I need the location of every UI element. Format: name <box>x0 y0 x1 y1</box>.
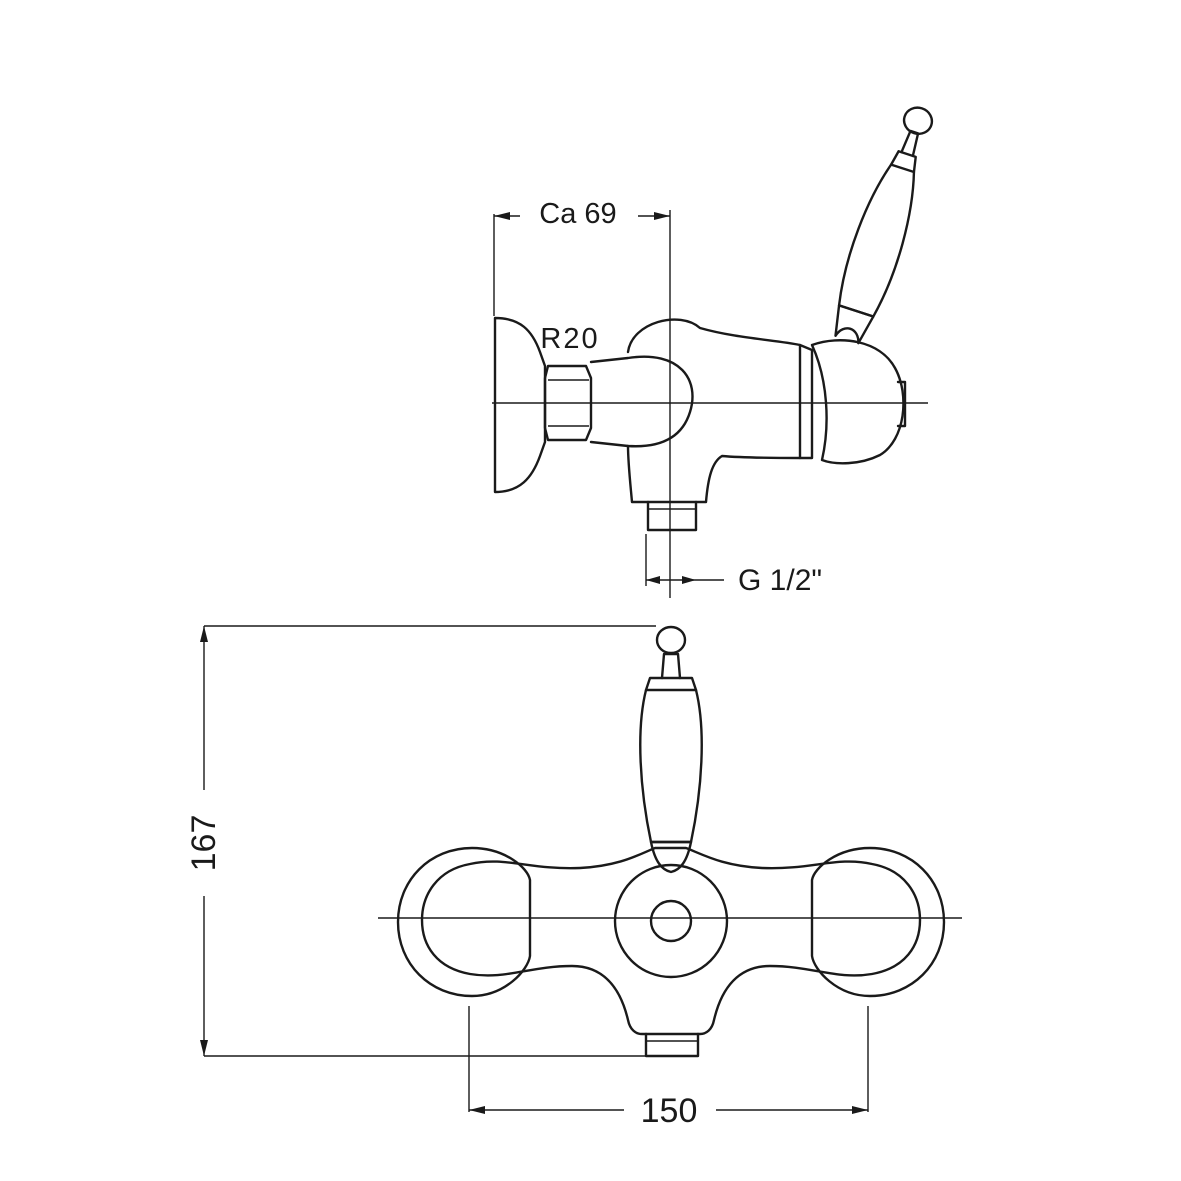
thread-label: G 1/2" <box>738 564 822 597</box>
spindle-cap <box>649 899 693 943</box>
body-collar <box>798 343 814 460</box>
side-lever <box>834 106 934 345</box>
front-view: 167 150 <box>185 625 962 1130</box>
width-label: 150 <box>641 1092 698 1130</box>
lever-top <box>889 150 917 174</box>
width-arrow <box>469 1106 485 1114</box>
height-arrow <box>200 626 208 642</box>
height-label: 167 <box>185 815 223 872</box>
front-lever-stem <box>660 652 682 680</box>
width-arrow <box>852 1106 868 1114</box>
right-flange <box>810 846 946 998</box>
depth-label: Ca 69 <box>539 198 616 230</box>
handle-collar <box>613 863 729 979</box>
lever-grip <box>837 163 916 318</box>
lever-knob <box>902 106 934 136</box>
valve-body <box>626 318 802 504</box>
hex-nut <box>543 364 593 442</box>
side-view: Ca 69 R20 G 1/2" <box>492 106 934 598</box>
outlet-spout <box>646 500 698 532</box>
front-outlet-spout <box>644 1032 700 1058</box>
thread-arrow <box>646 576 660 584</box>
front-lever-knob <box>655 625 687 655</box>
front-lever-base <box>649 840 693 874</box>
handle-cap-end <box>896 380 907 428</box>
left-flange <box>396 846 532 998</box>
front-lever-grip <box>639 688 703 844</box>
front-lever-top <box>644 676 698 692</box>
front-body <box>420 846 922 1036</box>
body-elbow <box>589 355 694 448</box>
lever-neck <box>834 304 875 345</box>
radius-label: R20 <box>540 323 599 355</box>
thread-arrow <box>682 576 696 584</box>
height-arrow <box>200 1040 208 1056</box>
depth-arrow <box>654 212 670 220</box>
wall-plate <box>493 316 547 494</box>
depth-arrow <box>494 212 510 220</box>
handle-cap <box>810 339 905 465</box>
